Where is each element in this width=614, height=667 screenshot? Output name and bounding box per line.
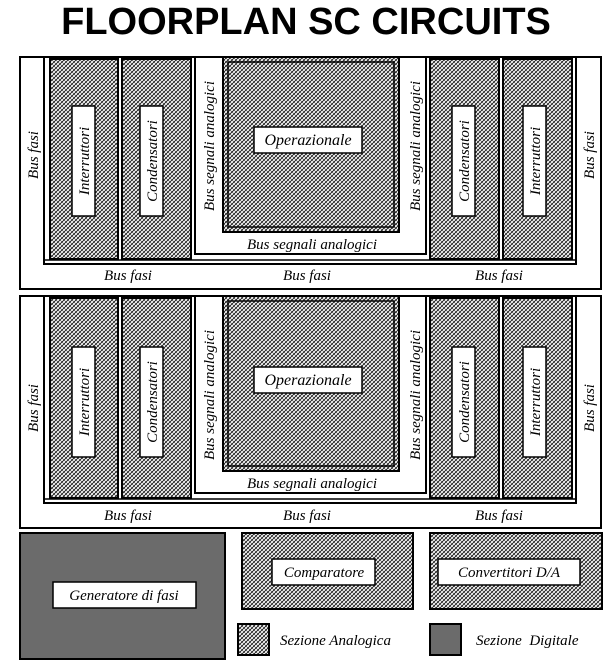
legend-analog-label: Sezione Analogica bbox=[280, 633, 391, 649]
analog-block-2: Bus fasi Bus fasi Interruttori Condensat… bbox=[19, 295, 602, 529]
analog-bus-right-label: Bus segnali analogici bbox=[408, 330, 424, 460]
phase-generator-label: Generatore di fasi bbox=[69, 588, 178, 604]
analog-bus-left-label: Bus segnali analogici bbox=[202, 330, 218, 460]
capacitors-left-label: Condensatori bbox=[145, 120, 161, 202]
analog-bus-bottom-label: Bus segnali analogici bbox=[247, 476, 377, 492]
legend: Sezione Analogica Sezione Digitale bbox=[237, 623, 579, 656]
opamp-label: Operazionale bbox=[264, 132, 351, 149]
analog-bus-left-label: Bus segnali analogici bbox=[202, 81, 218, 211]
page-title: FLOORPLAN SC CIRCUITS bbox=[61, 1, 551, 43]
legend-digital-label: Sezione Digitale bbox=[476, 633, 579, 649]
phase-bus-right-label: Bus fasi bbox=[582, 384, 598, 432]
phase-bus-left-label: Bus fasi bbox=[26, 131, 42, 179]
capacitors-left-label: Condensatori bbox=[145, 361, 161, 443]
switches-right-label: Interruttori bbox=[528, 127, 544, 196]
phase-bus-right-label: Bus fasi bbox=[582, 131, 598, 179]
analog-signal-bus bbox=[194, 57, 427, 255]
switches-section-left bbox=[49, 297, 119, 499]
switches-left-label: Interruttori bbox=[77, 127, 93, 196]
phase-bus-bottom-label: Bus fasi bbox=[104, 508, 152, 524]
phase-bus-bottom-label: Bus fasi bbox=[104, 268, 152, 284]
analog-signal-bus bbox=[194, 296, 427, 494]
phase-bus-bottom-label: Bus fasi bbox=[283, 268, 331, 284]
analog-bus-right-label: Bus segnali analogici bbox=[408, 81, 424, 211]
capacitors-right-label: Condensatori bbox=[457, 361, 473, 443]
dac-block: Convertitori D/A bbox=[429, 532, 603, 610]
legend-digital-swatch bbox=[429, 623, 462, 656]
phase-bus-bottom-label: Bus fasi bbox=[283, 508, 331, 524]
switches-right-label: Interruttori bbox=[528, 368, 544, 437]
phase-bus-bottom-label: Bus fasi bbox=[475, 268, 523, 284]
phase-bus-left-label: Bus fasi bbox=[26, 384, 42, 432]
dac-label: Convertitori D/A bbox=[458, 565, 561, 581]
phase-generator-block: Generatore di fasi bbox=[19, 532, 226, 660]
legend-analog-swatch bbox=[237, 623, 270, 656]
opamp-label: Operazionale bbox=[264, 372, 351, 389]
switches-left-label: Interruttori bbox=[77, 368, 93, 437]
comparator-block: Comparatore bbox=[241, 532, 414, 610]
analog-bus-bottom-label: Bus segnali analogici bbox=[247, 237, 377, 253]
phase-bus-bottom-label: Bus fasi bbox=[475, 508, 523, 524]
analog-block-1: Bus fasi Bus fasi Interruttori Condensat… bbox=[19, 56, 602, 290]
comparator-label: Comparatore bbox=[284, 565, 365, 581]
capacitors-section-right bbox=[429, 58, 500, 260]
capacitors-right-label: Condensatori bbox=[457, 120, 473, 202]
